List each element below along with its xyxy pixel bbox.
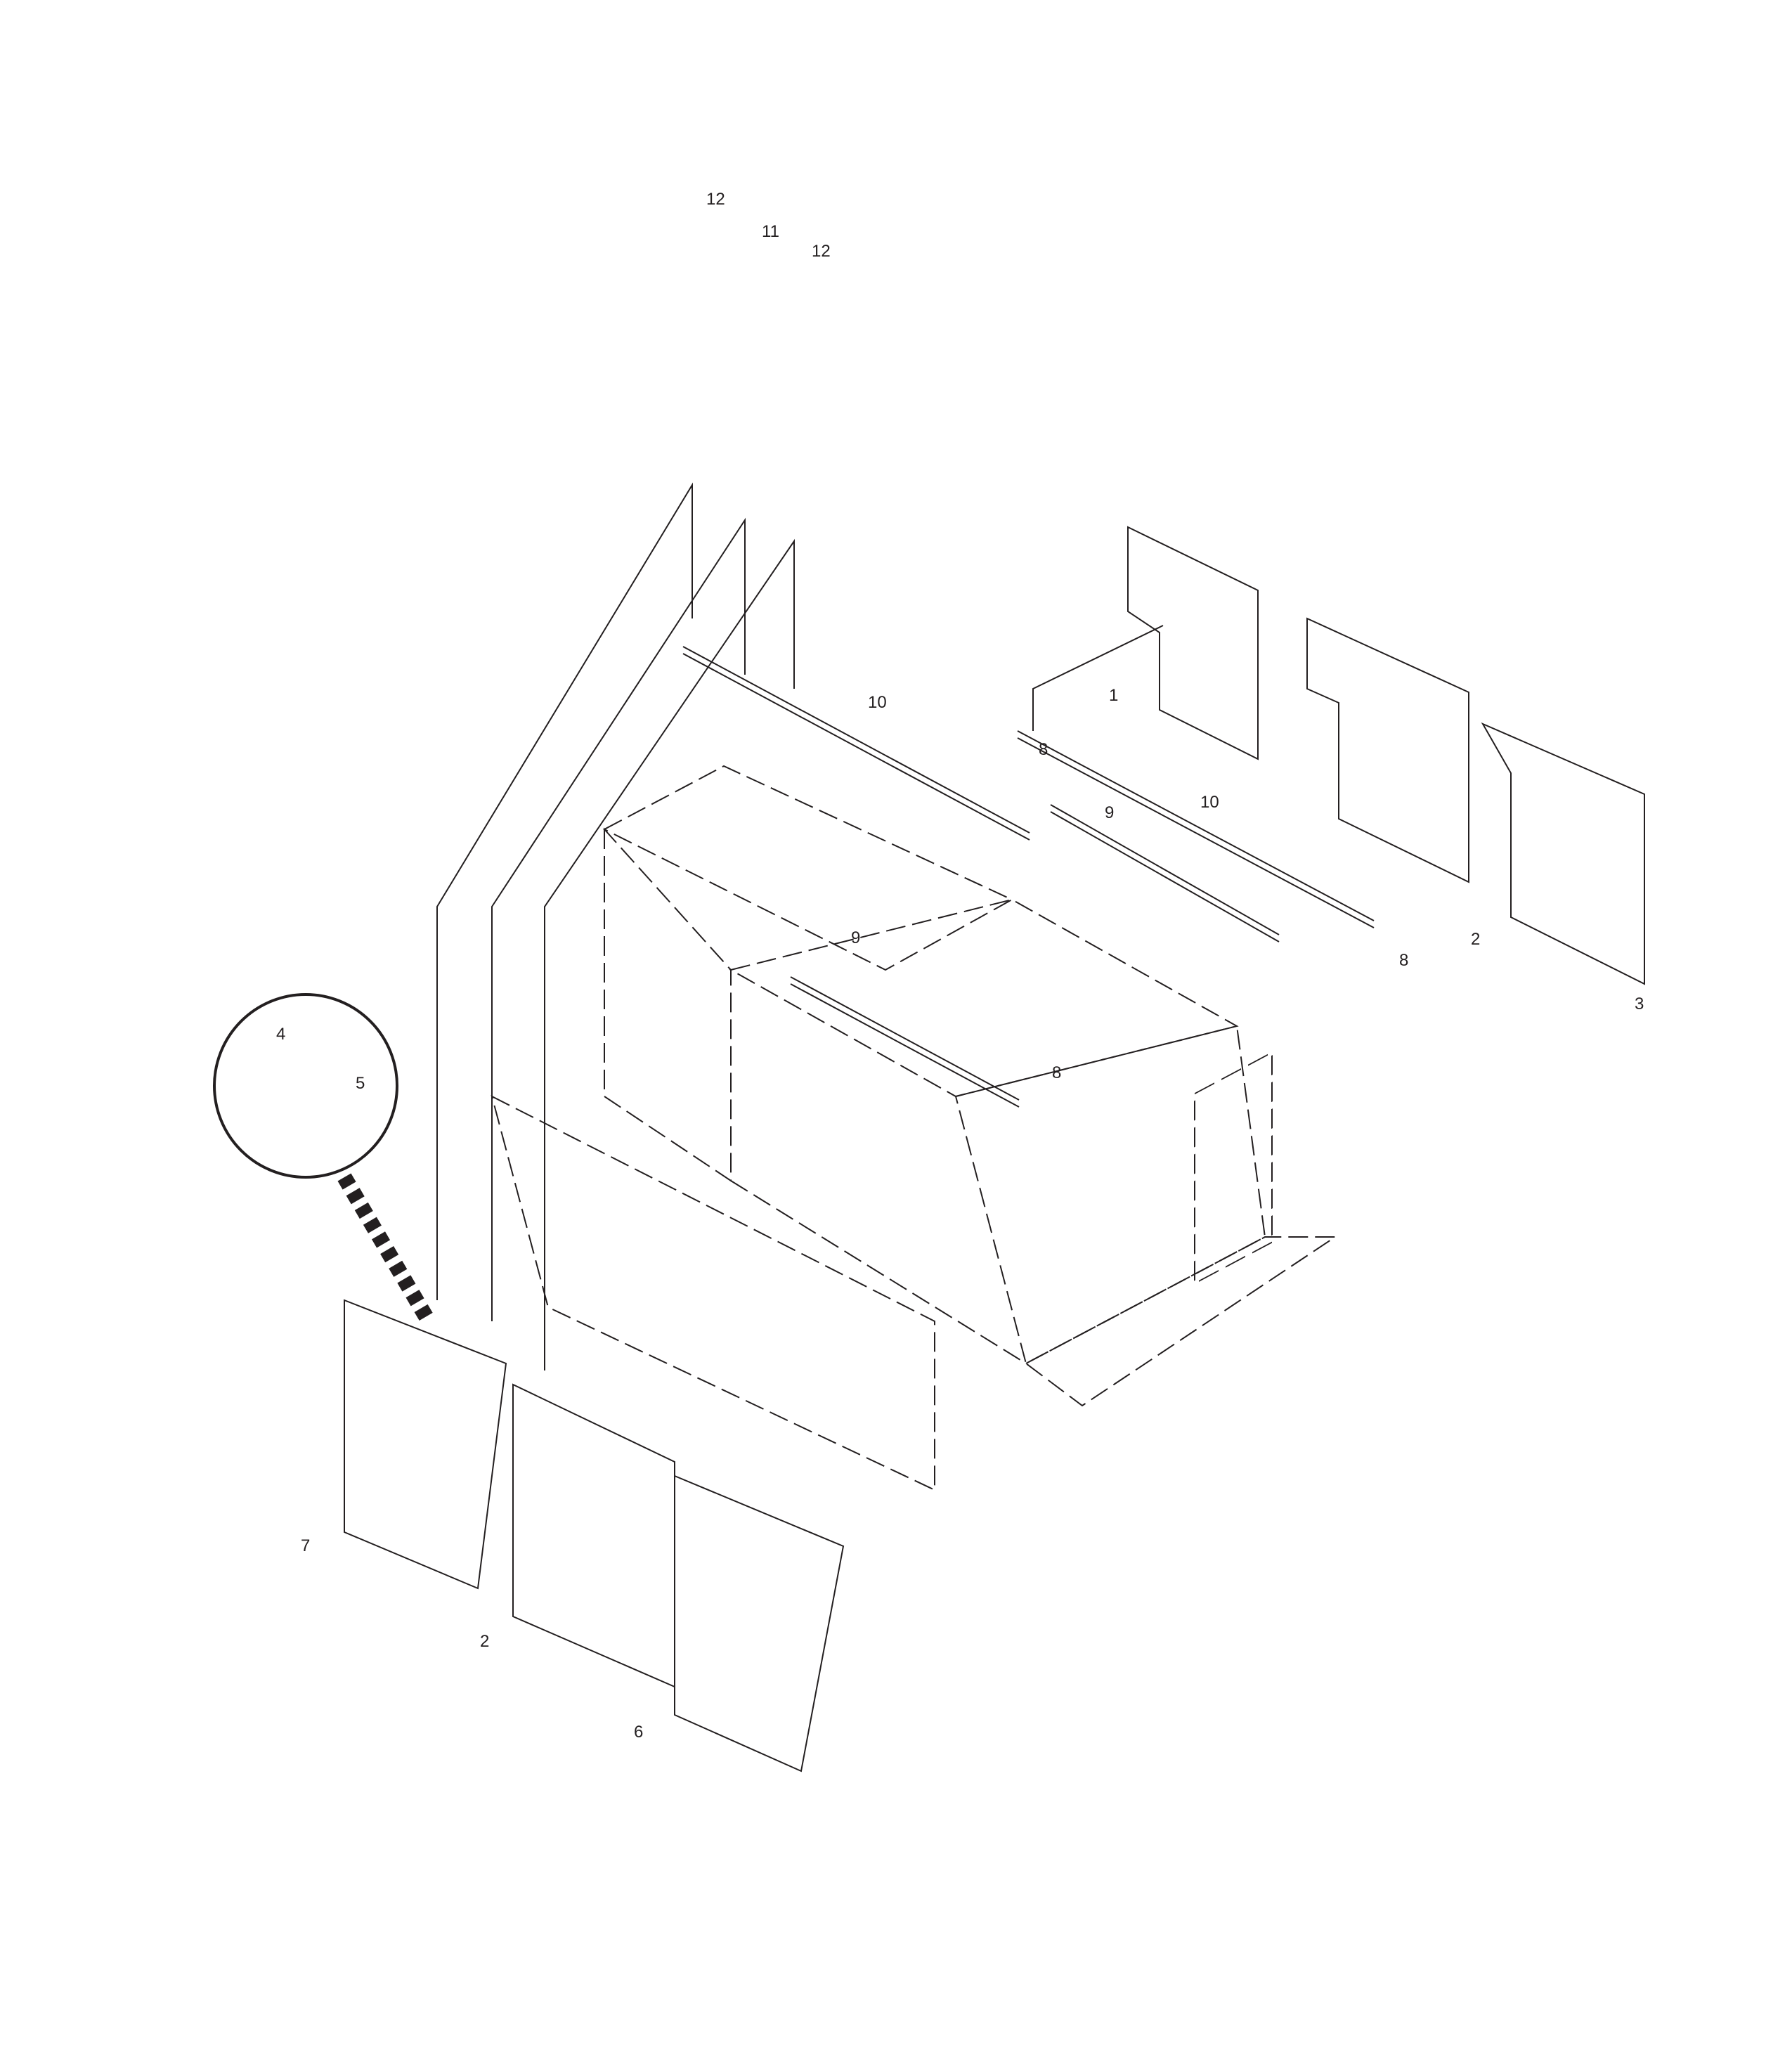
panel-6 (674, 1475, 845, 1772)
callout-2: 2 (480, 1632, 490, 1651)
rail-10-left (682, 646, 1030, 841)
callout-11: 11 (762, 222, 779, 241)
callout-12: 12 (706, 190, 725, 209)
callout-8: 8 (1052, 1063, 1062, 1082)
callout-9: 9 (1105, 803, 1115, 822)
panel-7 (344, 1299, 507, 1590)
panel-3 (1481, 722, 1645, 985)
detail-view (213, 993, 436, 1326)
machine-frame-dashed (491, 765, 1338, 1491)
panel-2-right (1306, 617, 1469, 883)
callout-8: 8 (1039, 740, 1048, 759)
leader-lines (436, 482, 1164, 1370)
callout-8: 8 (1399, 951, 1409, 970)
callout-2: 2 (1471, 930, 1481, 949)
callout-3: 3 (1635, 994, 1644, 1013)
rail-9-upper (1050, 804, 1280, 942)
callout-10: 10 (1200, 793, 1219, 812)
panel-1 (1127, 526, 1259, 760)
panel-2-left (512, 1383, 675, 1688)
rail-9-lower (790, 976, 1020, 1108)
callout-12: 12 (812, 242, 831, 261)
callout-10: 10 (868, 693, 887, 712)
callout-7: 7 (301, 1536, 311, 1555)
callout-4: 4 (276, 1025, 286, 1044)
callout-6: 6 (634, 1723, 644, 1742)
rail-10-right (1017, 730, 1375, 928)
callout-9: 9 (851, 928, 861, 947)
callout-5: 5 (356, 1074, 365, 1093)
callout-1: 1 (1109, 686, 1119, 705)
